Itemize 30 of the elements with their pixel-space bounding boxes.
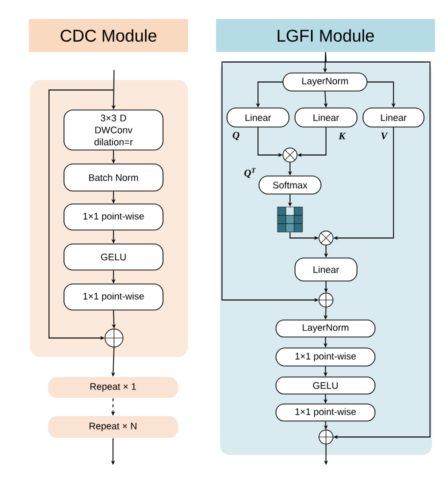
- process-box: 1×1 point-wise: [64, 284, 164, 310]
- process-box: 3×3 D DWConv dilation=r: [64, 110, 164, 150]
- repeat-pill: Repeat × N: [48, 416, 178, 438]
- sum-circle: [318, 292, 334, 308]
- process-box: Linear: [294, 258, 358, 282]
- process-box: Softmax: [258, 176, 322, 194]
- title-band: CDC Module: [29, 19, 188, 52]
- matrix-icon: [277, 206, 303, 232]
- title-band: LGFI Module: [216, 19, 435, 52]
- process-box: Linear: [362, 108, 424, 128]
- arrow: [325, 52, 430, 440]
- product-circle: [282, 148, 298, 162]
- process-box: 1×1 point-wise: [276, 348, 376, 366]
- process-box: 1×1 point-wise: [64, 204, 164, 230]
- variable-label: V: [381, 132, 388, 140]
- process-box: 1×1 point-wise: [276, 404, 376, 422]
- process-box: Batch Norm: [64, 164, 164, 192]
- process-box: GELU: [276, 376, 376, 394]
- variable-label: Q$^{T}$: [244, 168, 256, 178]
- repeat-pill: Repeat × 1: [48, 377, 178, 398]
- variable-label: Q: [232, 132, 240, 140]
- product-circle: [318, 230, 334, 246]
- sum-circle: [104, 328, 124, 348]
- process-box: Linear: [294, 108, 358, 128]
- process-box: LayerNorm: [276, 320, 376, 338]
- process-box: GELU: [64, 244, 164, 270]
- variable-label: K: [338, 132, 346, 140]
- sum-circle: [318, 429, 334, 445]
- process-box: Linear: [226, 108, 290, 128]
- process-box: LayerNorm: [282, 72, 368, 92]
